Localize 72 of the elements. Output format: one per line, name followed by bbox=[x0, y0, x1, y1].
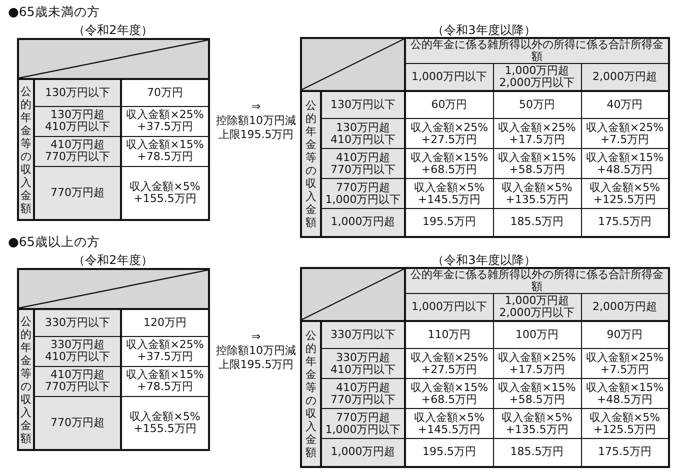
row-group-header-cell: 公的年金等の収入金額 bbox=[301, 90, 321, 236]
table-caption: （令和2年度） bbox=[72, 22, 154, 39]
note-text: 控除額10万円減 bbox=[215, 344, 297, 357]
row-header-cell: 330万円超 410万円以下 bbox=[321, 348, 405, 378]
data-cell: 195.5万円 bbox=[405, 438, 493, 466]
data-cell: 収入金額×25% +7.5万円 bbox=[581, 118, 670, 148]
row-header-cell: 410万円超 770万円以下 bbox=[321, 378, 405, 408]
data-cell: 収入金額×25% +27.5万円 bbox=[405, 118, 493, 148]
data-cell: 収入金額×15% +78.5万円 bbox=[121, 366, 210, 396]
row-group-header-cell: 公的年金等の収入金額 bbox=[301, 320, 321, 466]
data-cell: 収入金額×5% +125.5万円 bbox=[581, 408, 670, 438]
data-cell: 70万円 bbox=[121, 79, 210, 106]
row-header-cell: 770万円超 bbox=[34, 166, 121, 220]
row-header-cell: 770万円超 1,000万円以下 bbox=[321, 178, 405, 208]
row-header-cell: 330万円以下 bbox=[321, 320, 405, 348]
data-cell: 収入金額×5% +135.5万円 bbox=[493, 408, 581, 438]
row-header-cell: 130万円超 410万円以下 bbox=[321, 118, 405, 148]
row-header-cell: 410万円超 770万円以下 bbox=[34, 136, 121, 166]
column-group-header-cell: 公的年金に係る雑所得以外の所得に係る合計所得金額 bbox=[405, 268, 670, 294]
data-cell: 収入金額×25% +7.5万円 bbox=[581, 348, 670, 378]
column-header-cell: 2,000万円超 bbox=[581, 64, 670, 90]
column-header-cell: 1,000万円超 2,000万円以下 bbox=[493, 294, 581, 320]
data-cell: 収入金額×25% +37.5万円 bbox=[121, 106, 210, 136]
column-header-cell: 1,000万円以下 bbox=[405, 294, 493, 320]
arrow-symbol: ⇒ bbox=[250, 330, 262, 343]
data-cell: 収入金額×15% +58.5万円 bbox=[493, 148, 581, 178]
column-header-cell: 1,000万円以下 bbox=[405, 64, 493, 90]
row-header-cell: 410万円超 770万円以下 bbox=[34, 366, 121, 396]
data-cell: 収入金額×25% +17.5万円 bbox=[493, 118, 581, 148]
table-caption: （令和2年度） bbox=[72, 252, 154, 269]
data-cell: 収入金額×25% +17.5万円 bbox=[493, 348, 581, 378]
note-text: 上限195.5万円 bbox=[217, 358, 295, 371]
row-header-cell: 330万円超 410万円以下 bbox=[34, 336, 121, 366]
row-header-cell: 130万円以下 bbox=[34, 79, 121, 106]
row-header-cell: 770万円超 1,000万円以下 bbox=[321, 408, 405, 438]
arrow-symbol: ⇒ bbox=[250, 100, 262, 113]
note-text: 控除額10万円減 bbox=[215, 114, 297, 127]
row-header-cell: 410万円超 770万円以下 bbox=[321, 148, 405, 178]
data-cell: 195.5万円 bbox=[405, 208, 493, 236]
data-cell: 50万円 bbox=[493, 90, 581, 118]
row-header-cell: 130万円以下 bbox=[321, 90, 405, 118]
row-header-cell: 770万円超 bbox=[34, 396, 121, 450]
column-header-cell: 2,000万円超 bbox=[581, 294, 670, 320]
data-cell: 収入金額×5% +145.5万円 bbox=[405, 178, 493, 208]
section-heading: ●65歳未満の方 bbox=[8, 4, 100, 21]
column-group-header-cell: 公的年金に係る雑所得以外の所得に係る合計所得金額 bbox=[405, 38, 670, 64]
table-caption: （令和3年度以降） bbox=[431, 22, 537, 39]
data-cell: 収入金額×15% +68.5万円 bbox=[405, 378, 493, 408]
data-cell: 収入金額×15% +58.5万円 bbox=[493, 378, 581, 408]
row-group-header-cell: 公的年金等の収入金額 bbox=[18, 79, 34, 220]
data-cell: 収入金額×25% +37.5万円 bbox=[121, 336, 210, 366]
data-cell: 収入金額×15% +78.5万円 bbox=[121, 136, 210, 166]
data-cell: 収入金額×5% +145.5万円 bbox=[405, 408, 493, 438]
table-caption: （令和3年度以降） bbox=[431, 252, 537, 269]
section-heading: ●65歳以上の方 bbox=[8, 234, 100, 251]
row-header-cell: 330万円以下 bbox=[34, 309, 121, 336]
data-cell: 収入金額×5% +125.5万円 bbox=[581, 178, 670, 208]
row-header-cell: 130万円超 410万円以下 bbox=[34, 106, 121, 136]
data-cell: 収入金額×25% +27.5万円 bbox=[405, 348, 493, 378]
row-header-cell: 1,000万円超 bbox=[321, 438, 405, 466]
data-cell: 収入金額×15% +48.5万円 bbox=[581, 148, 670, 178]
data-cell: 収入金額×5% +135.5万円 bbox=[493, 178, 581, 208]
note-text: 上限195.5万円 bbox=[217, 128, 295, 141]
row-group-header-cell: 公的年金等の収入金額 bbox=[18, 309, 34, 450]
data-cell: 120万円 bbox=[121, 309, 210, 336]
row-header-cell: 1,000万円超 bbox=[321, 208, 405, 236]
data-cell: 100万円 bbox=[493, 320, 581, 348]
data-cell: 収入金額×15% +68.5万円 bbox=[405, 148, 493, 178]
data-cell: 60万円 bbox=[405, 90, 493, 118]
data-cell: 収入金額×15% +48.5万円 bbox=[581, 378, 670, 408]
column-header-cell: 1,000万円超 2,000万円以下 bbox=[493, 64, 581, 90]
data-cell: 110万円 bbox=[405, 320, 493, 348]
